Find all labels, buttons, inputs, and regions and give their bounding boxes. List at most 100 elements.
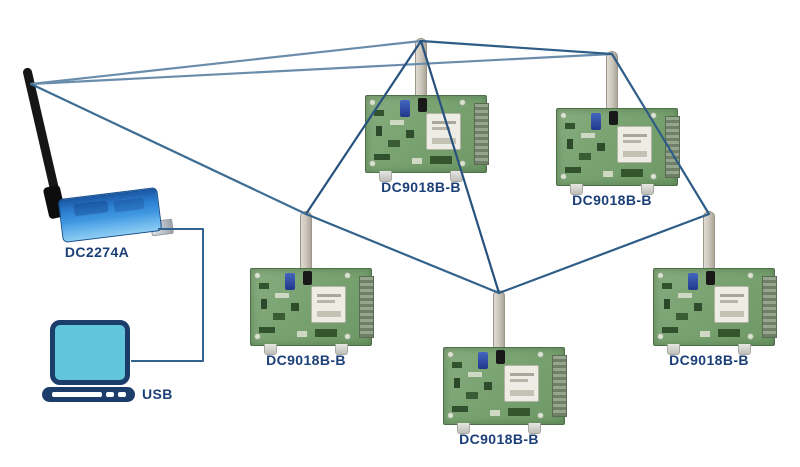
module-marking [510, 373, 534, 376]
board-antenna-icon [493, 290, 505, 350]
pcb-component [678, 293, 692, 298]
antenna-connector-icon [303, 271, 312, 285]
pcb-component [259, 283, 269, 289]
pcb-component [694, 303, 702, 311]
antenna-connector-icon [706, 271, 715, 285]
dongle-emboss-detail [73, 200, 109, 217]
pcb-component [388, 140, 400, 147]
module-marking [317, 311, 341, 317]
mesh-link-gateway-antenna-board-2-antenna [29, 82, 308, 216]
edge-connector-icon [665, 116, 680, 178]
pcb-component [597, 143, 605, 151]
pcb-component [273, 313, 285, 320]
mounting-hole-icon [344, 272, 351, 279]
module-marking [623, 134, 647, 137]
pcb-component [662, 327, 678, 333]
board-leg-icon [528, 423, 541, 434]
radio-module-icon [714, 286, 749, 323]
board-label: DC9018B-B [572, 192, 652, 208]
pcb-component [484, 382, 492, 390]
mote-board-top-left: DC9018B-B [365, 38, 489, 195]
module-marking [623, 151, 647, 157]
board-leg-icon [457, 423, 470, 434]
mounting-hole-icon [657, 333, 664, 340]
pcb-icon [556, 108, 680, 186]
board-leg-icon [264, 344, 277, 355]
computer-base-dot [118, 392, 126, 397]
edge-connector-icon [762, 276, 777, 338]
pcb-component [662, 283, 672, 289]
trimpot-icon [478, 352, 488, 369]
edge-connector-icon [552, 355, 567, 417]
mounting-hole-icon [369, 99, 376, 106]
module-marking [510, 390, 534, 396]
pcb-icon [443, 347, 567, 425]
trimpot-icon [591, 113, 601, 130]
module-marking [720, 311, 744, 317]
pcb-component [466, 392, 478, 399]
pcb-component [315, 329, 337, 337]
pcb-component [603, 171, 613, 177]
pcb-icon [250, 268, 374, 346]
pcb-component [490, 410, 500, 416]
mounting-hole-icon [254, 272, 261, 279]
antenna-connector-icon [496, 350, 505, 364]
pcb-component [374, 110, 384, 116]
board-antenna-icon [415, 38, 427, 98]
board-antenna-icon [703, 211, 715, 271]
mounting-hole-icon [560, 173, 567, 180]
mesh-link-gateway-antenna-board-1-antenna [29, 52, 614, 86]
pcb-component [412, 158, 422, 164]
mounting-hole-icon [650, 112, 657, 119]
computer-monitor-icon [50, 320, 130, 385]
mote-board-bottom-left: DC9018B-B [250, 211, 374, 368]
pcb-component [700, 331, 710, 337]
module-marking [720, 294, 744, 297]
pcb-icon [653, 268, 777, 346]
pcb-component [430, 156, 452, 164]
radio-module-icon [504, 365, 539, 402]
antenna-connector-icon [418, 98, 427, 112]
usb-port-label: USB [142, 386, 173, 402]
radio-module-icon [311, 286, 346, 323]
mesh-link-board-0-antenna-board-1-antenna [419, 39, 614, 56]
gateway-dongle-icon [57, 187, 163, 243]
module-marking [623, 140, 641, 143]
module-marking [317, 294, 341, 297]
mounting-hole-icon [447, 351, 454, 358]
pcb-component [468, 372, 482, 377]
module-marking [317, 300, 335, 303]
module-marking [510, 379, 528, 382]
radio-module-icon [426, 113, 461, 150]
mounting-hole-icon [560, 112, 567, 119]
pcb-component [452, 406, 468, 412]
pcb-component [390, 120, 404, 125]
mounting-hole-icon [447, 412, 454, 419]
pcb-component [259, 327, 275, 333]
board-antenna-icon [606, 51, 618, 111]
pcb-icon [365, 95, 489, 173]
board-leg-icon [570, 184, 583, 195]
mounting-hole-icon [459, 99, 466, 106]
board-label: DC9018B-B [381, 179, 461, 195]
module-marking [432, 127, 450, 130]
mounting-hole-icon [650, 173, 657, 180]
pcb-component [261, 299, 267, 309]
trimpot-icon [285, 273, 295, 290]
pcb-component [621, 169, 643, 177]
mounting-hole-icon [537, 351, 544, 358]
mounting-hole-icon [537, 412, 544, 419]
mote-board-bottom-center: DC9018B-B [443, 290, 567, 447]
board-label: DC9018B-B [459, 431, 539, 447]
pcb-component [676, 313, 688, 320]
mounting-hole-icon [747, 272, 754, 279]
board-label: DC9018B-B [669, 352, 749, 368]
pcb-component [579, 153, 591, 160]
computer-drive-slot [52, 392, 102, 397]
module-marking [432, 138, 456, 144]
pcb-component [452, 362, 462, 368]
pcb-component [374, 154, 390, 160]
board-leg-icon [738, 344, 751, 355]
trimpot-icon [688, 273, 698, 290]
pcb-component [581, 133, 595, 138]
